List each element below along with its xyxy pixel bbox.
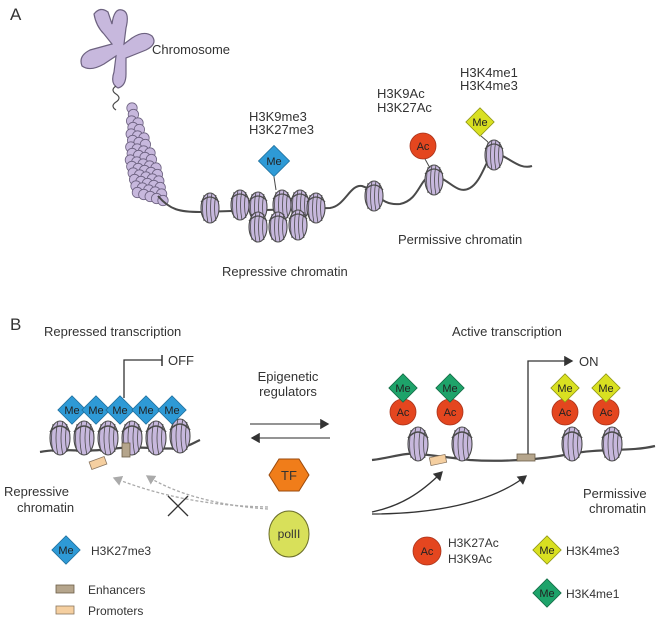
legend-ac-red: Ac	[412, 536, 442, 566]
tf-hexagon: TF	[268, 458, 310, 492]
svg-text:Me: Me	[598, 383, 613, 395]
blocked-x-icon	[167, 495, 189, 517]
permissive-b-line1: Permissive	[583, 486, 647, 501]
enhancer-box	[121, 442, 131, 458]
svg-text:Me: Me	[138, 405, 153, 417]
svg-text:Me: Me	[88, 405, 103, 417]
legend-acetyl-1: H3K27Ac	[448, 536, 499, 550]
activation-arrow-2	[371, 475, 528, 515]
enhancer-box	[516, 453, 536, 462]
blocked-arrow-2	[145, 475, 269, 510]
active-mark-stack: Ac Me	[550, 373, 580, 426]
repressive-nucleosome-cluster	[200, 189, 326, 243]
h3k27me3-badges: Me Me Me Me Me	[57, 395, 187, 425]
permissive-b-line2: chromatin	[589, 501, 646, 516]
acetyl-mark-2: H3K27Ac	[377, 100, 432, 115]
ac-badge-red: Ac	[409, 132, 437, 160]
svg-text:Me: Me	[472, 117, 487, 129]
legend-h3k4me3: H3K4me3	[566, 544, 620, 558]
coiled-dna	[112, 85, 120, 111]
active-transcription-title: Active transcription	[452, 324, 562, 339]
chromosome-label: Chromosome	[152, 42, 230, 57]
repressive-b-line2: chromatin	[17, 500, 74, 515]
me-badge-blue: Me	[57, 395, 87, 425]
me-badge-yellow: Me	[465, 107, 495, 137]
nucleosome	[484, 139, 504, 171]
svg-text:Me: Me	[539, 545, 554, 557]
panel-b-label: B	[10, 315, 21, 334]
nucleosome	[424, 164, 444, 196]
legend-h3k4me1: H3K4me1	[566, 587, 620, 601]
svg-text:Ac: Ac	[600, 407, 613, 419]
svg-text:Ac: Ac	[421, 546, 434, 558]
svg-text:Ac: Ac	[417, 141, 430, 153]
promoter-box	[428, 453, 448, 467]
svg-text:Me: Me	[557, 383, 572, 395]
repressive-mark-1: H3K9me3	[249, 109, 307, 124]
nucleosome	[601, 426, 623, 462]
regulators-line1: Epigenetic	[258, 369, 319, 384]
dna-strand-repressed	[39, 438, 201, 454]
legend-acetyl-2: H3K9Ac	[448, 552, 492, 566]
regulators-line2: regulators	[259, 384, 317, 399]
acetyl-mark-1: H3K9Ac	[377, 86, 425, 101]
legend-me-blue: Me	[51, 535, 81, 565]
svg-text:Ac: Ac	[444, 407, 457, 419]
legend-me-green: Me	[532, 578, 562, 608]
repressive-b-line1: Repressive	[4, 484, 69, 499]
condensed-chromatin	[124, 102, 169, 207]
off-promoter-line	[123, 359, 162, 398]
legend-promoters: Promoters	[88, 604, 143, 618]
methyl-mark-1: H3K4me1	[460, 65, 518, 80]
legend-me-yellow: Me	[532, 535, 562, 565]
legend-h3k27me3: H3K27me3	[91, 544, 151, 558]
on-label: ON	[579, 354, 599, 369]
svg-text:Me: Me	[164, 405, 179, 417]
svg-text:TF: TF	[281, 468, 297, 483]
me-badge-blue: Me	[81, 395, 111, 425]
svg-text:Me: Me	[539, 588, 554, 600]
chromosome-icon	[80, 8, 155, 89]
svg-text:Me: Me	[395, 383, 410, 395]
svg-text:polII: polII	[278, 527, 301, 541]
svg-text:Ac: Ac	[559, 407, 572, 419]
me-badge-blue: Me	[257, 144, 291, 178]
me-badge-blue: Me	[157, 395, 187, 425]
activation-arrow-1	[371, 471, 443, 513]
svg-text:Me: Me	[266, 156, 281, 168]
repressed-transcription-title: Repressed transcription	[44, 324, 181, 339]
repressive-chromatin-label: Repressive chromatin	[222, 264, 348, 279]
svg-text:Me: Me	[442, 383, 457, 395]
methyl-mark-2: H3K4me3	[460, 78, 518, 93]
svg-text:Me: Me	[58, 545, 73, 557]
svg-text:Ac: Ac	[397, 407, 410, 419]
off-label: OFF	[168, 353, 194, 368]
legend-enhancers: Enhancers	[88, 583, 145, 597]
me-badge-blue: Me	[131, 395, 161, 425]
on-promoter-arrow	[527, 355, 574, 454]
repressive-mark-2: H3K27me3	[249, 122, 314, 137]
nucleosome	[407, 426, 429, 462]
active-mark-stack: Ac Me	[435, 373, 465, 426]
polii-ellipse: polII	[268, 510, 310, 558]
legend-enhancer-swatch	[55, 584, 75, 594]
permissive-chromatin-label: Permissive chromatin	[398, 232, 522, 247]
nucleosome	[451, 426, 473, 462]
svg-text:Me: Me	[64, 405, 79, 417]
legend-promoter-swatch	[55, 605, 75, 615]
active-mark-stack: Ac Me	[388, 373, 418, 426]
nucleosome	[364, 180, 384, 212]
panel-a-label: A	[10, 5, 22, 24]
nucleosome	[561, 426, 583, 462]
me-badge-blue: Me	[105, 395, 135, 425]
blocked-arrow-1	[112, 476, 269, 508]
promoter-box	[88, 455, 108, 471]
svg-text:Me: Me	[112, 405, 127, 417]
active-mark-stack: Ac Me	[591, 373, 621, 426]
